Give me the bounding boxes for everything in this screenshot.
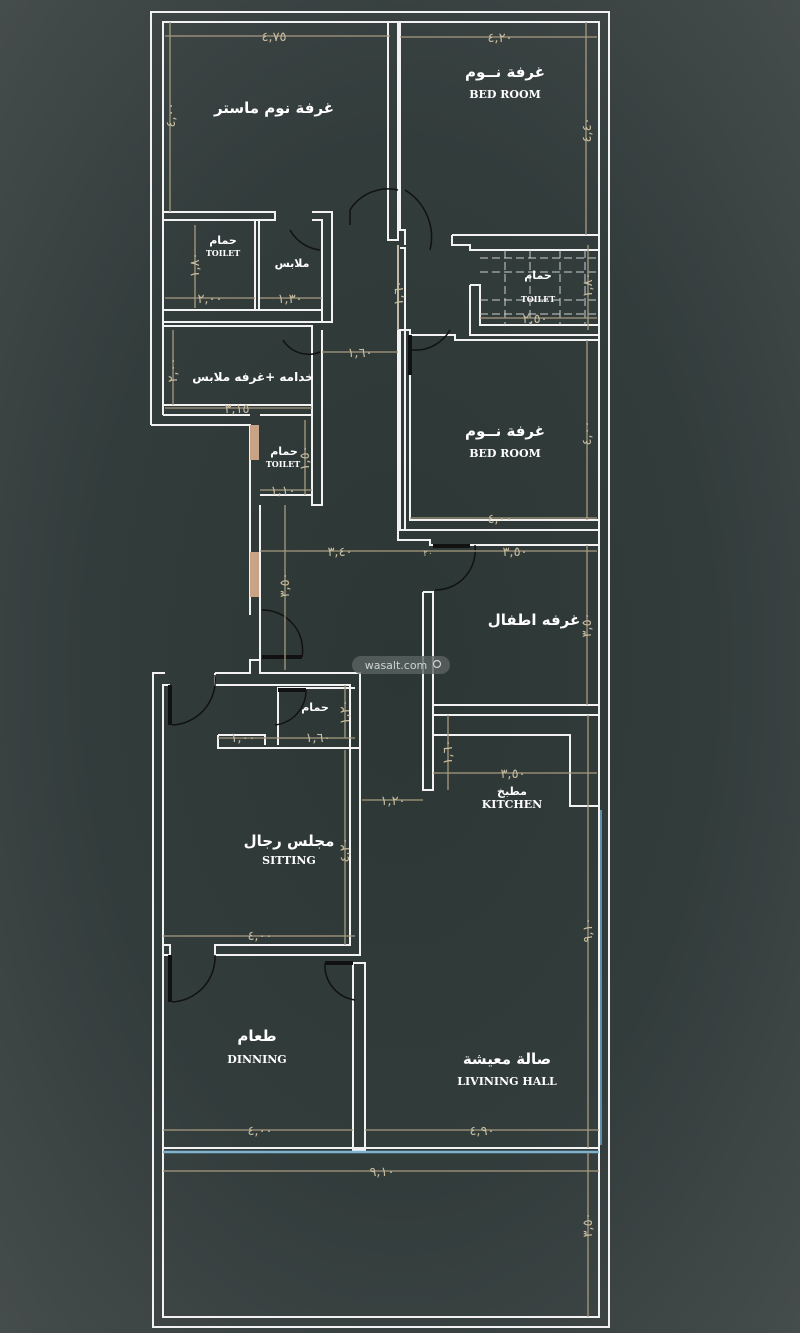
label-toilet1-en: TOILET	[206, 248, 240, 258]
dim-toilet4-a: ١,٠٠	[230, 731, 255, 746]
dim-toilet2-width: ٢,٥٠	[522, 312, 547, 327]
dim-hall-gap: ٢٠	[423, 549, 433, 559]
tile-pattern	[480, 250, 597, 325]
dim-sitting-height: ٤,٢٠	[338, 837, 353, 862]
dimension-labels: ٤,٧٥ ٤,٢٠ ٤,٠٠ ٤,٤٠ ١,٨٠ ٢,٠٠ ١,٣٠ ١,٦٠ …	[164, 30, 596, 1238]
dim-front-height: ٣,٥٠	[581, 1212, 596, 1237]
label-toilet2-en: TOILET	[521, 294, 555, 304]
dim-wardrobe-width: ١,٣٠	[277, 292, 302, 307]
label-dining-en: DINNING	[227, 1053, 286, 1066]
dim-master-height: ٤,٠٠	[164, 102, 179, 127]
dim-bed2-width: ٤,٠٠	[487, 512, 512, 527]
label-wardrobe: ملابس	[275, 257, 310, 270]
location-pin-icon	[432, 659, 442, 669]
dim-living-width: ٤,٩٠	[469, 1124, 494, 1139]
dim-toilet2-height: ١,٨٠	[581, 272, 596, 297]
label-sitting-en: SITTING	[262, 854, 316, 867]
dim-kids-width: ٣,٥٠	[502, 545, 527, 560]
dim-passage: ١,٢٠	[380, 794, 405, 809]
dim-bed1-width: ٤,٢٠	[487, 31, 512, 46]
label-toilet3-ar: حمام	[270, 445, 298, 458]
label-bedroom2-en: BED ROOM	[469, 447, 541, 460]
dim-corridor-height: ٣,٥٠	[278, 572, 293, 597]
dimension-lines	[163, 22, 599, 1317]
label-toilet2-ar: حمام	[524, 269, 552, 282]
label-toilet4: حمام	[301, 701, 329, 714]
column	[250, 425, 259, 460]
dim-total-width: ٩,١٠	[369, 1165, 394, 1180]
dim-corridor2: ١,٦٠	[347, 346, 372, 361]
doors	[168, 188, 477, 1003]
dim-kitchen-height: ١,٦٠	[441, 739, 456, 764]
dim-living-height: ٩,١٠	[581, 917, 596, 942]
label-toilet3-en: TOILET	[266, 459, 300, 469]
dim-toilet1-height: ١,٨٠	[188, 252, 203, 277]
label-kids-room: غرفه اطفال	[488, 611, 580, 629]
label-bedroom1-ar: غرفة نــوم	[465, 63, 545, 81]
label-bedroom2-ar: غرفة نــوم	[465, 422, 545, 440]
dim-bed2-height: ٤,٠٠	[580, 420, 595, 445]
watermark-text: wasalt.com	[365, 659, 428, 672]
dim-bed1-height: ٤,٤٠	[580, 117, 595, 142]
dim-kitchen-width: ٣,٥٠	[500, 767, 525, 782]
column	[250, 552, 259, 597]
dim-toilet4-height: ١,٢٠	[338, 699, 353, 724]
label-living-ar: صالة معيشة	[463, 1050, 551, 1068]
dim-maid-height: ٢,٠٠	[166, 357, 181, 382]
label-toilet1-ar: حمام	[209, 234, 237, 247]
label-kitchen-en: KITCHEN	[482, 798, 542, 811]
room-labels: غرفة نوم ماستر غرفة نــوم BED ROOM حمام …	[192, 63, 580, 1088]
dim-kids-height: ٣,٥٠	[580, 612, 595, 637]
interior-walls	[163, 22, 602, 1154]
dim-toilet3-height: ١,٥٠	[298, 445, 313, 470]
dim-sitting-width: ٤,٠٠	[247, 929, 272, 944]
dim-corridor1: ١,٦٠	[392, 280, 407, 305]
label-sitting-ar: مجلس رجال	[244, 832, 335, 850]
dim-hall-width: ٣,٤٠	[327, 545, 352, 560]
dim-maid-width: ٣,١٥	[224, 402, 249, 417]
label-maid-room: خدامه +غرفه ملابس	[192, 370, 314, 384]
label-master-bedroom: غرفة نوم ماستر	[213, 99, 334, 117]
label-dining-ar: طعام	[237, 1027, 276, 1045]
label-kitchen-ar: مطبخ	[497, 785, 527, 798]
dim-toilet3-width: ١,١٠	[270, 484, 295, 499]
dim-master-width: ٤,٧٥	[261, 30, 286, 45]
label-bedroom1-en: BED ROOM	[469, 88, 541, 101]
watermark: wasalt.com	[352, 656, 450, 674]
dim-toilet1-width: ٢,٠٠	[197, 292, 222, 307]
label-living-en: LIVINING HALL	[457, 1075, 557, 1088]
dim-dining-width: ٤,٠٠	[247, 1124, 272, 1139]
dim-toilet4-width: ١,٦٠	[305, 731, 330, 746]
